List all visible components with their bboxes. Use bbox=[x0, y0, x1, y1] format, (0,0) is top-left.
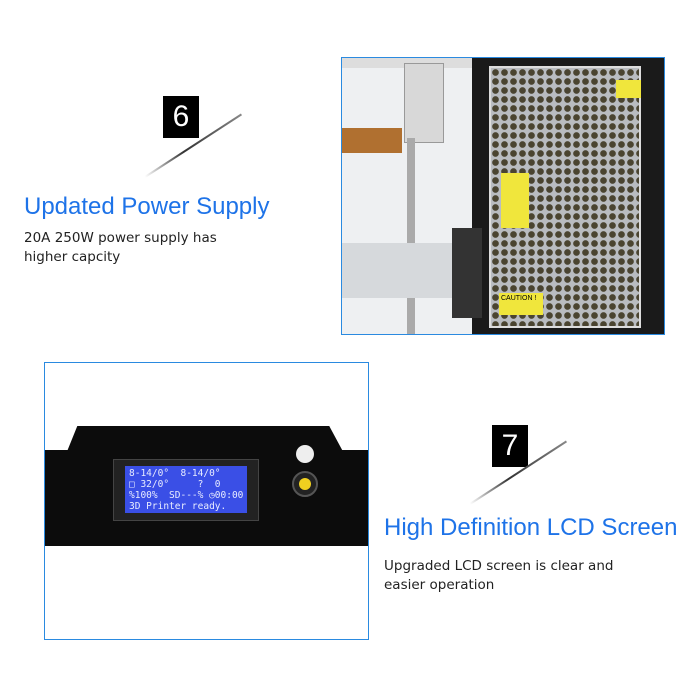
description-line: 20A 250W power supply has bbox=[24, 230, 217, 246]
description-line: easier operation bbox=[384, 577, 495, 593]
caution-label: CAUTION ! bbox=[499, 293, 543, 315]
lcd-line: □ 32/0° ? 0 bbox=[129, 479, 221, 490]
lcd-photo: 8-14/0° 8-14/0°□ 32/0° ? 0%100% SD---% ◷… bbox=[44, 362, 369, 640]
description-line: higher capcity bbox=[24, 249, 121, 265]
description-line: Upgraded LCD screen is clear and bbox=[384, 558, 614, 574]
power-supply-description: 20A 250W power supply has higher capcity bbox=[24, 229, 217, 267]
step-badge-7: 7 bbox=[492, 425, 528, 467]
power-supply-title: Updated Power Supply bbox=[24, 193, 270, 220]
lcd-screen: 8-14/0° 8-14/0°□ 32/0° ? 0%100% SD---% ◷… bbox=[125, 466, 247, 513]
control-knob bbox=[292, 471, 318, 497]
step-badge-6: 6 bbox=[163, 96, 199, 138]
reset-button bbox=[296, 445, 314, 463]
lcd-line: 3D Printer ready. bbox=[129, 501, 227, 512]
lcd-line: 8-14/0° 8-14/0° bbox=[129, 468, 221, 479]
psu-unit: CAUTION ! bbox=[489, 66, 641, 328]
lcd-line: %100% SD---% ◷00:00 bbox=[129, 490, 244, 501]
lcd-title: High Definition LCD Screen bbox=[384, 514, 678, 541]
power-supply-photo: CAUTION ! bbox=[341, 57, 665, 335]
lcd-description: Upgraded LCD screen is clear and easier … bbox=[384, 557, 613, 595]
